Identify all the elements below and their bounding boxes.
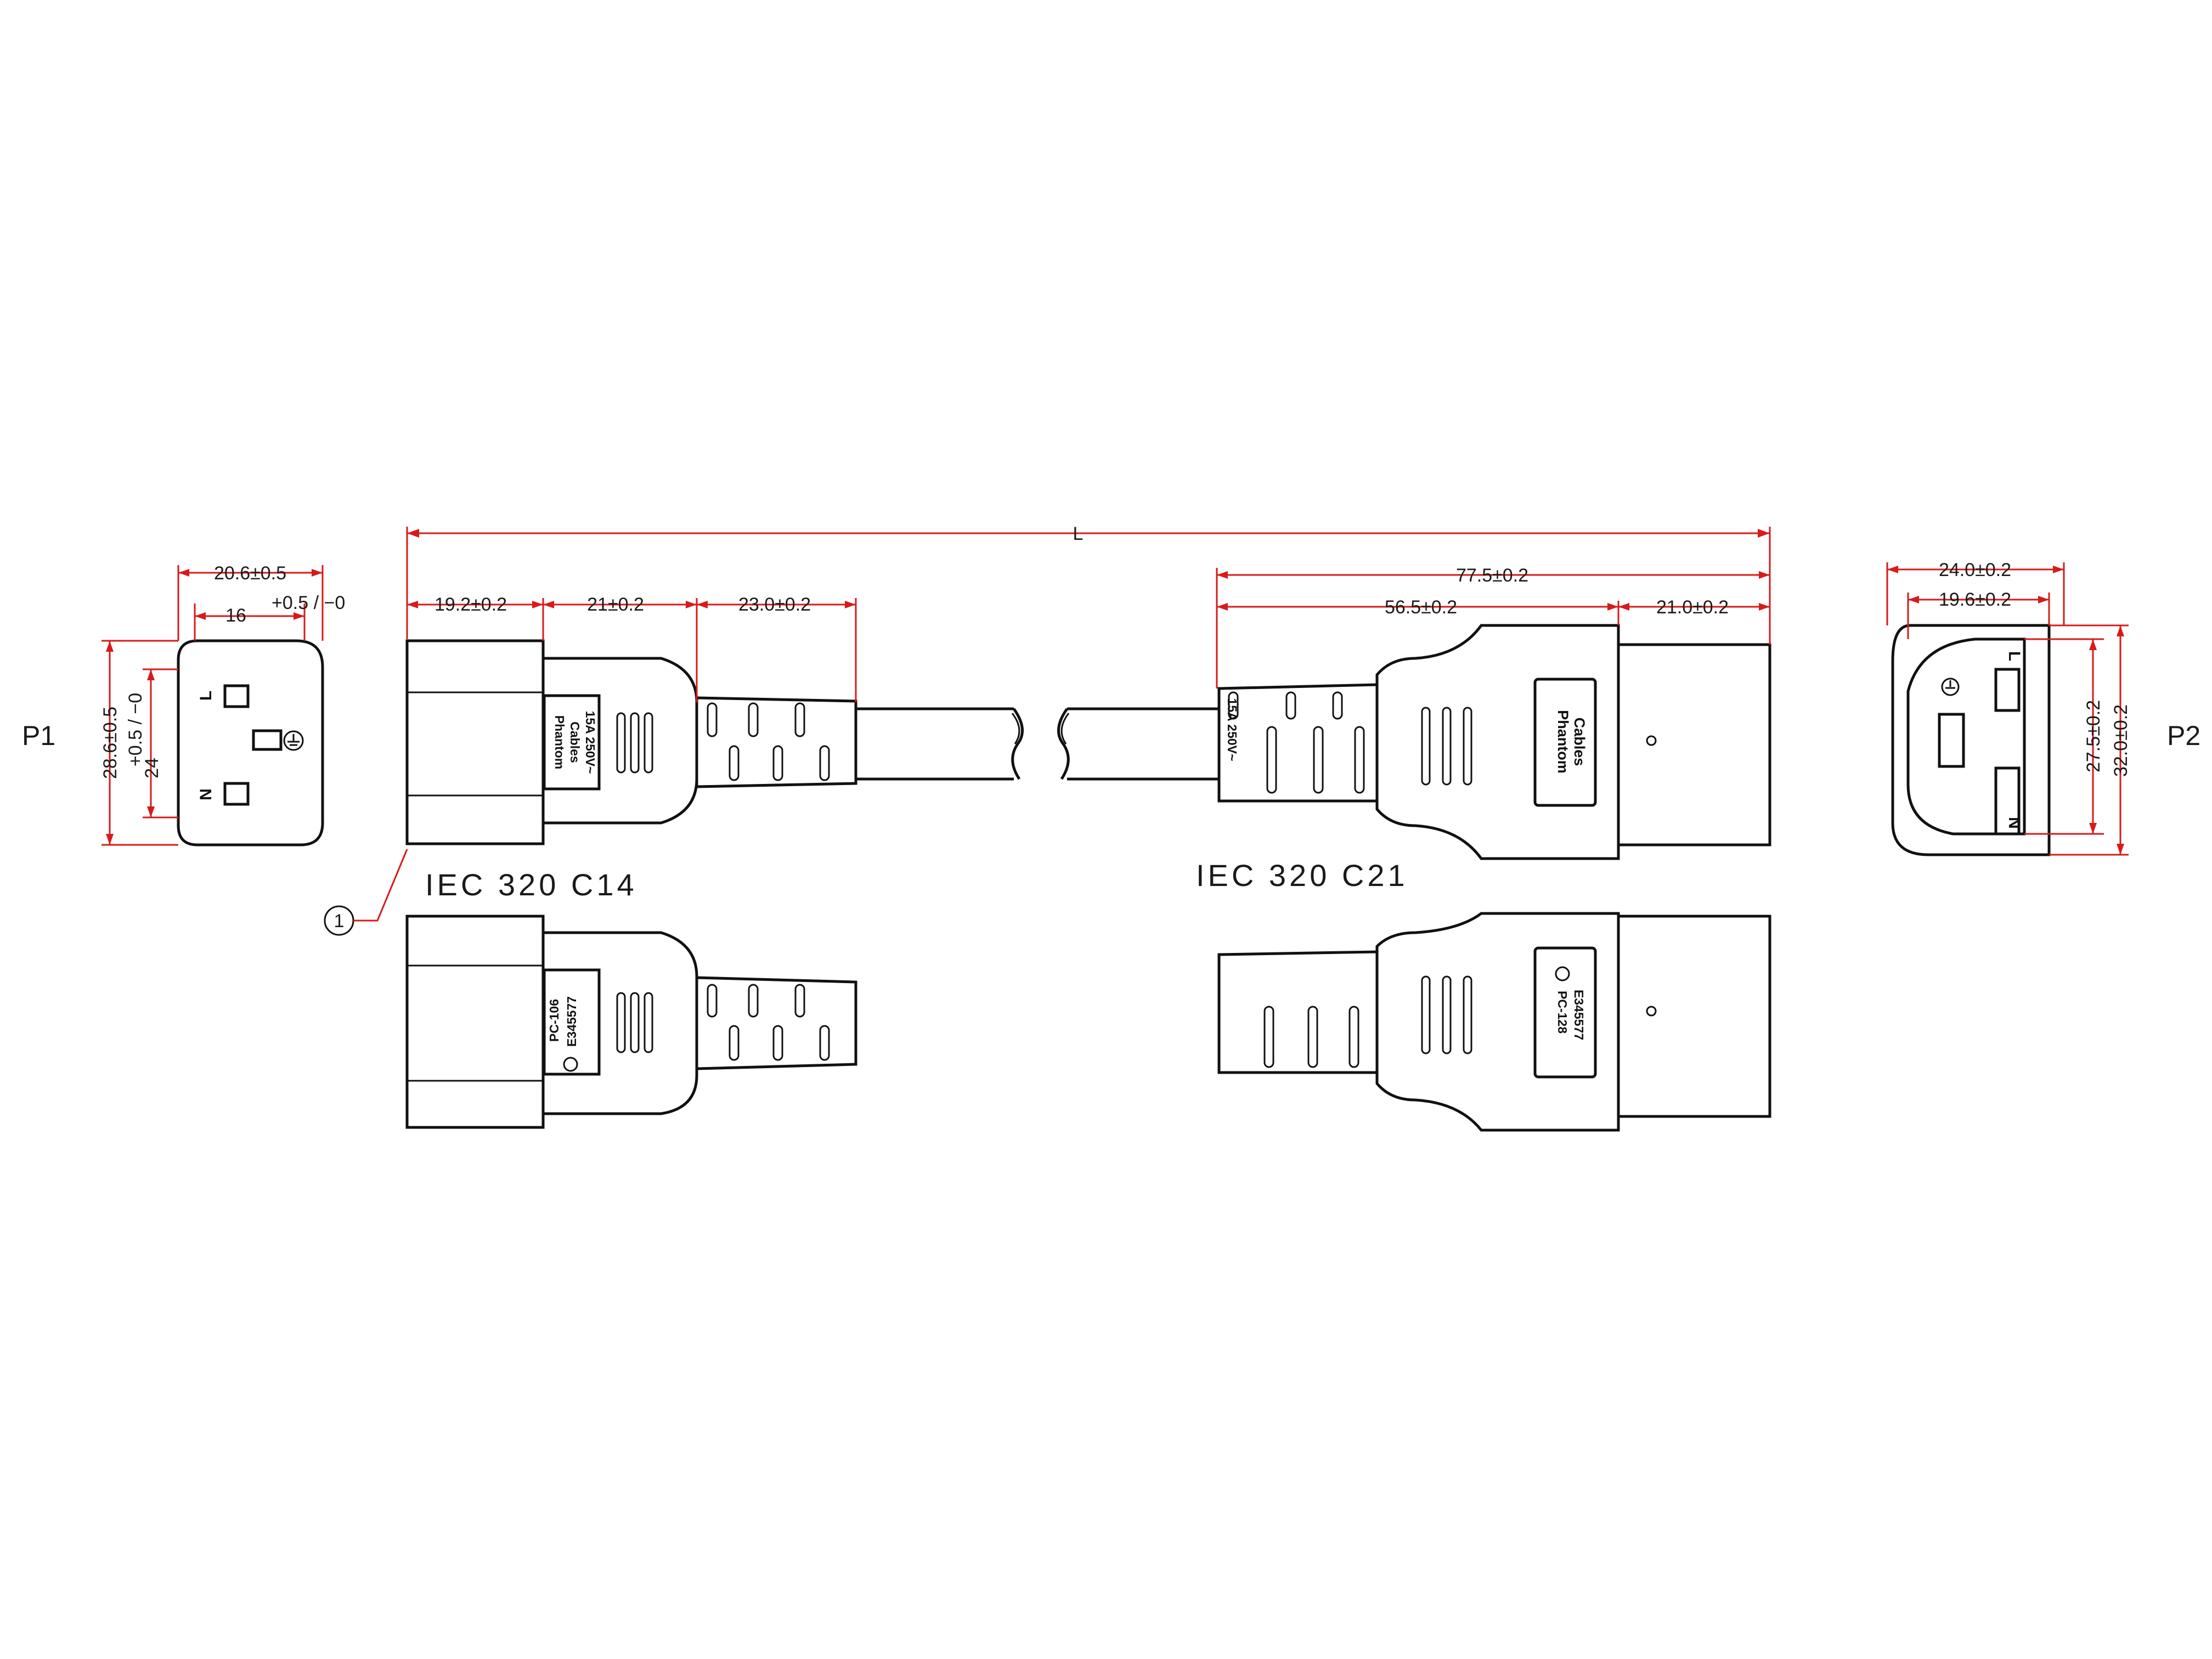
c21-model-number: PC-128 [1555,991,1570,1034]
length-dimensions: L 19.2±0.2 21±0.2 23.0±0.2 77.5±0.2 56.5… [406,523,1771,702]
c14-rating: 15A 250V~ [583,711,597,774]
c14-segment1-dim: 19.2±0.2 [435,594,507,615]
p2-line-slot [1994,668,2021,712]
c14-model-number: PC-106 [547,999,561,1042]
c14-cert-number: E345577 [565,996,579,1047]
c14-type-label: IEC 320 C14 [425,867,637,902]
p2-label: P2 [2167,720,2200,751]
ground-icon [283,730,304,751]
p1-width-dim: 20.6±0.5 [214,563,286,584]
p1-inner-height-dim: 24 [142,758,162,778]
p2-inner-width-dim: 19.6±0.2 [1939,589,2011,610]
line-pin [223,684,250,708]
p2-face-view: L N [1891,624,2051,856]
p1-face-view: L N [177,639,324,847]
cable [856,707,1219,781]
c14-brand-bottom: Cables [568,721,582,763]
c21-total-dim: 77.5±0.2 [1456,565,1528,586]
c14-plug-bottom-view: PC-106 E345577 [405,915,857,1129]
p2-earth-slot [1938,713,1965,768]
c21-type-label: IEC 320 C21 [1196,858,1408,893]
c21-rating: 15A 250V~ [1225,698,1239,761]
callout-number: 1 [334,911,345,932]
callout-marker: 1 [324,849,408,936]
c21-brand-top: Phantom [1555,710,1571,774]
c21-ul-mark-icon [1555,966,1570,981]
c14-segment3-dim: 23.0±0.2 [738,594,811,615]
pin-label-line: L [197,691,215,701]
p1-dimensions: 20.6±0.5 16 +0.5 / −0 28.6±0.5 24 +0.5 /… [100,563,345,846]
p2-height-dim: 32.0±0.2 [2111,704,2131,777]
p2-pin-label-line: L [2005,651,2023,661]
c21-segment2-dim: 21.0±0.2 [1656,597,1729,618]
p1-height-dim: 28.6±0.5 [100,707,121,779]
overall-length-dim: L [1073,523,1084,544]
p2-pin-label-neutral: N [2005,817,2023,829]
c14-brand-top: Phantom [552,715,567,769]
c21-brand-bottom: Cables [1571,718,1588,766]
p1-label: P1 [22,720,55,751]
pin-label-neutral: N [197,788,215,800]
c14-segment2-dim: 21±0.2 [587,594,644,615]
ul-mark-icon [563,1057,578,1072]
p1-inner-width-dim: 16 [225,605,246,626]
p2-inner-height-dim: 27.5±0.2 [2083,700,2104,772]
c21-connector-bottom-view: PC-128 E345577 [1217,912,1771,1132]
c21-cert-number: E345577 [1572,990,1586,1040]
p1-inner-height-tol: +0.5 / −0 [125,693,146,766]
p2-dimensions: 24.0±0.2 19.6±0.2 27.5±0.2 32.0±0.2 [1886,560,2131,856]
c21-connector-side-view: 15A 250V~ Phantom Cables [1217,624,1771,860]
p2-neutral-slot [1994,766,2021,836]
c14-plug-side-view: Phantom Cables 15A 250V~ [405,639,857,845]
earth-pin [252,729,283,751]
c21-segment1-dim: 56.5±0.2 [1385,597,1457,618]
ground-icon [1941,678,1960,696]
p1-inner-width-tol: +0.5 / −0 [272,592,345,613]
neutral-pin [223,782,250,806]
p2-width-dim: 24.0±0.2 [1939,560,2011,580]
